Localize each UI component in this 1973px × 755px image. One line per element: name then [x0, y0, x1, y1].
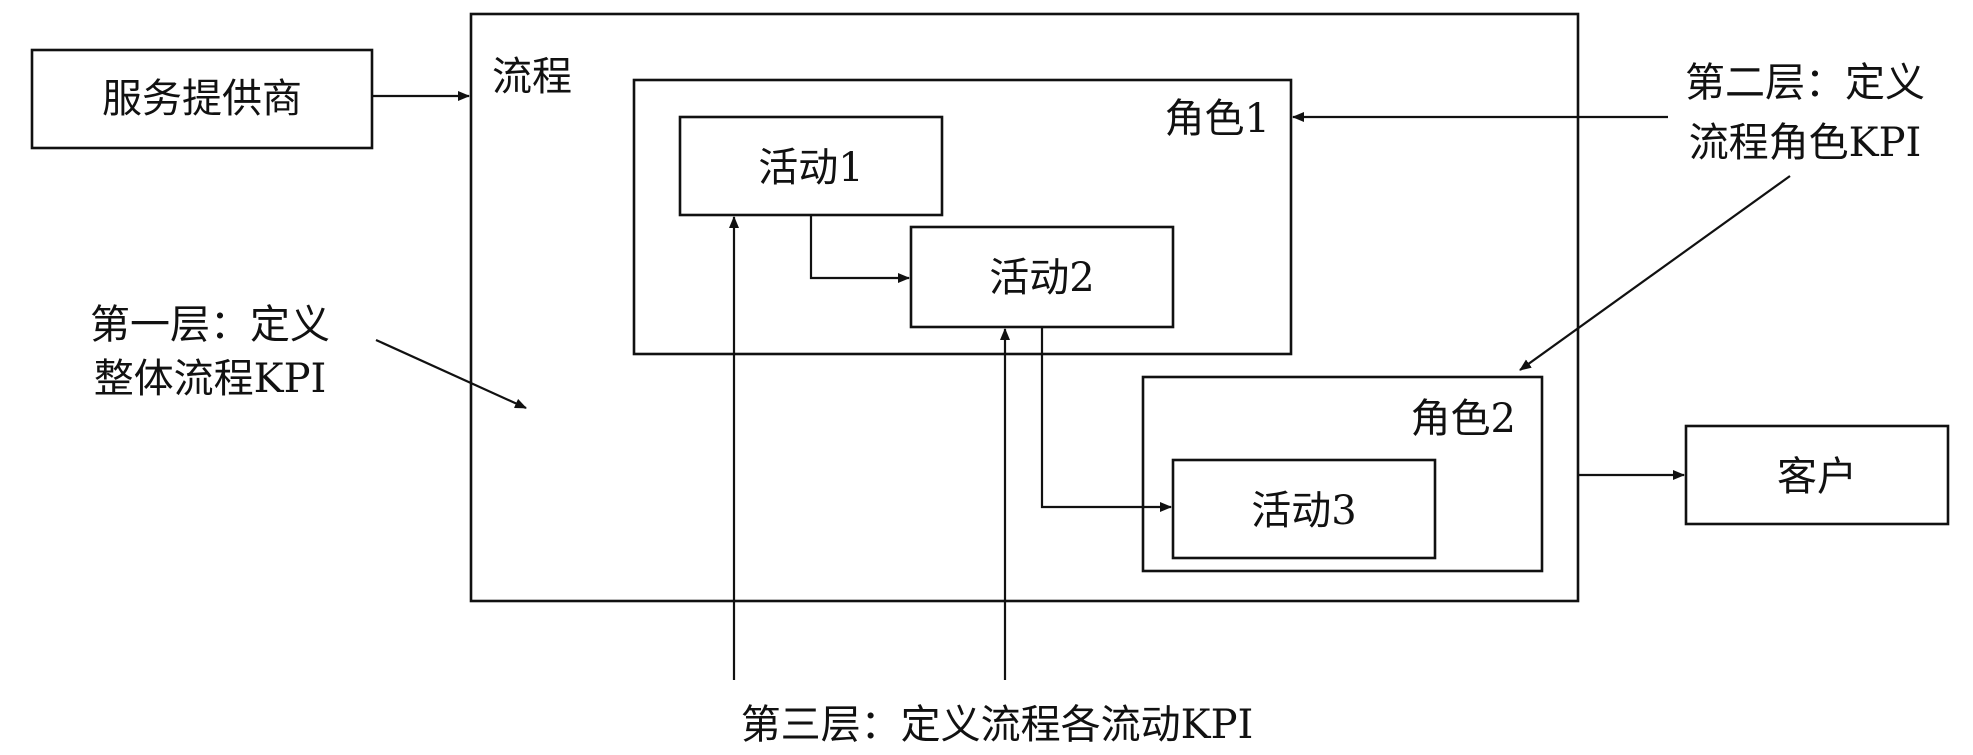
customer-label: 客户 [1777, 454, 1857, 500]
activity2-to-activity3-arrow [1040, 327, 1172, 512]
customer-box [1684, 424, 1950, 526]
activity1-label: 活动1 [758, 145, 863, 191]
activity1-to-activity2-arrow [809, 215, 910, 283]
layer2-label-line1: 第二层：定义 [1685, 60, 1925, 106]
activity3-label: 活动3 [1251, 488, 1356, 534]
layer2-to-role2-arrow [1519, 175, 1791, 371]
layer1-label-line1: 第一层：定义 [90, 302, 330, 348]
role1-label: 角色1 [1165, 96, 1270, 142]
service-provider-box [30, 48, 374, 150]
layer2-label-line2: 流程角色KPI [1689, 120, 1922, 166]
activity3-box [1171, 458, 1437, 560]
layer3-label: 第三层：定义流程各流动KPI [741, 702, 1254, 748]
activity2-label: 活动2 [989, 255, 1094, 301]
layer1-label-line2: 整体流程KPI [94, 356, 327, 402]
process-label: 流程 [492, 54, 572, 100]
role2-label: 角色2 [1411, 396, 1516, 442]
activity1-box [678, 115, 944, 217]
layer1-pointer-arrow [375, 338, 527, 410]
service-provider-label: 服务提供商 [102, 76, 302, 122]
